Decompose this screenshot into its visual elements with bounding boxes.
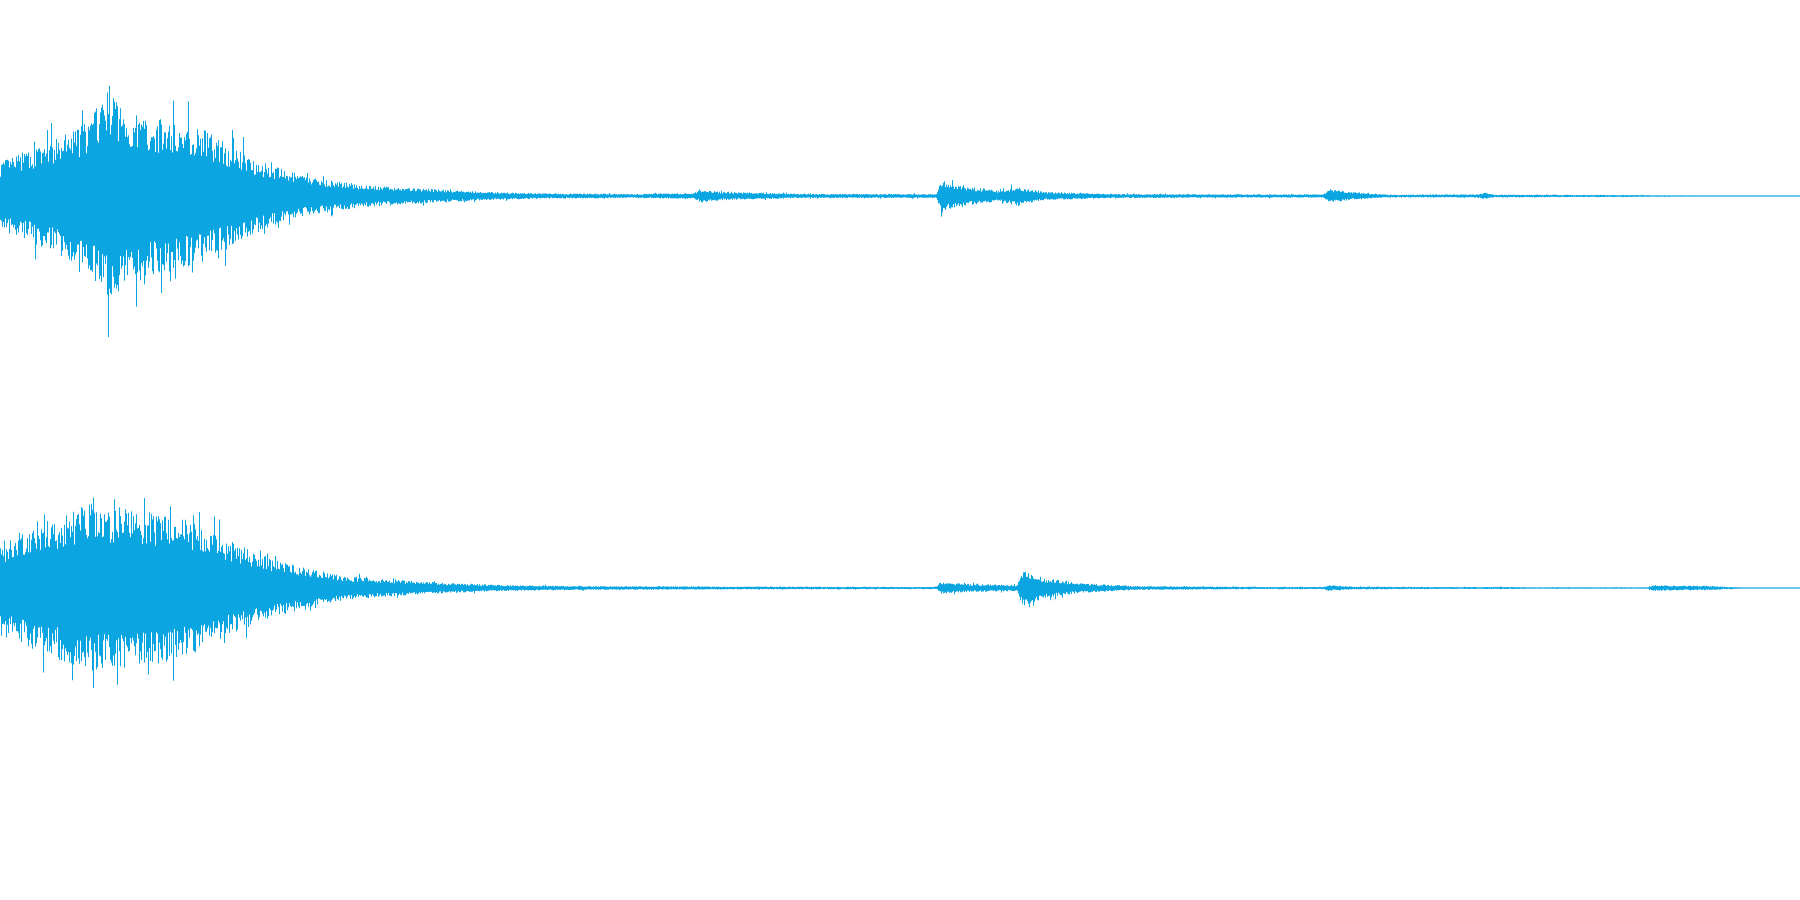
waveform-trace-bottom (0, 497, 1800, 688)
waveform-channel-bottom (0, 497, 1800, 688)
waveform-channel-top (0, 85, 1800, 337)
waveform-trace-top (0, 85, 1800, 337)
